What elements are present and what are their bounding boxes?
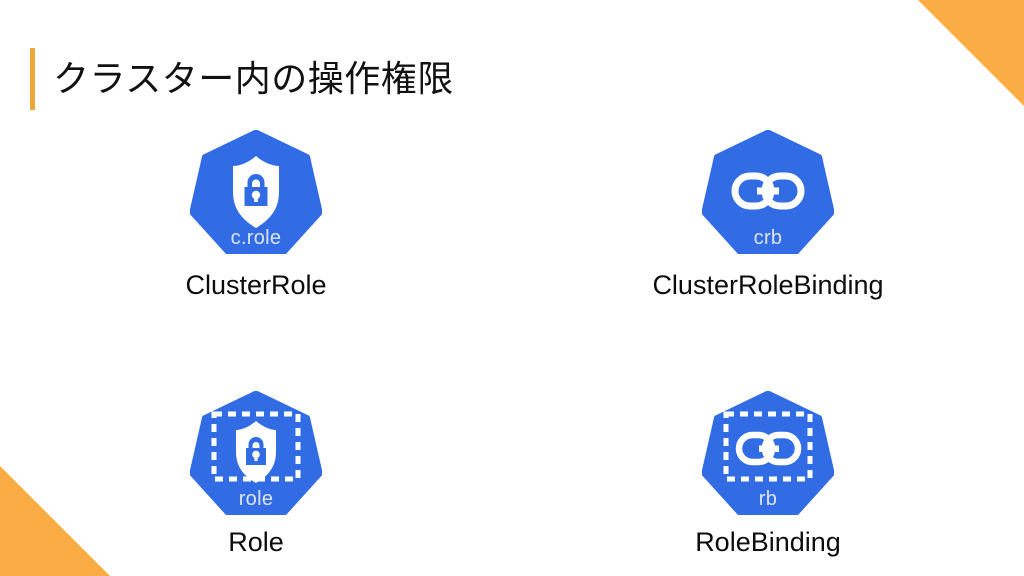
rolebinding-badge: rb [702,391,834,515]
role-badge-code: role [238,488,274,510]
slide-title-block: クラスター内の操作権限 [30,48,454,110]
item-clusterrole[interactable]: c.role ClusterRole [0,130,512,299]
chain-link-icon [735,431,802,466]
clusterrolebinding-badge-code: crb [753,227,783,249]
rolebinding-badge-code: rb [758,488,778,510]
shield-lock-icon [236,421,276,483]
grid-row-namespace-scoped: role Role r [0,391,1024,556]
rbac-object-grid: c.role ClusterRole crb Cluste [0,130,1024,556]
role-caption: Role [228,527,284,557]
grid-row-cluster-scoped: c.role ClusterRole crb Cluste [0,130,1024,299]
bottom-left-corner-decoration [0,466,110,576]
rolebinding-caption: RoleBinding [695,527,841,557]
clusterrole-caption: ClusterRole [185,270,327,300]
clusterrole-badge-code: c.role [230,227,282,249]
item-clusterrolebinding[interactable]: crb ClusterRoleBinding [512,130,1024,299]
top-right-corner-decoration [918,0,1024,106]
namespace-dashed-boundary-icon [211,411,301,482]
clusterrolebinding-badge: crb [702,130,834,254]
item-role[interactable]: role Role [0,391,512,556]
chain-link-icon [731,172,805,210]
clusterrole-badge: c.role [190,130,322,254]
role-badge: role [190,391,322,515]
namespace-dashed-boundary-icon [723,411,813,482]
page-title: クラスター内の操作権限 [53,58,454,99]
title-accent-bar [30,48,35,110]
shield-lock-icon [233,156,279,228]
item-rolebinding[interactable]: rb RoleBinding [512,391,1024,556]
clusterrolebinding-caption: ClusterRoleBinding [652,270,884,300]
